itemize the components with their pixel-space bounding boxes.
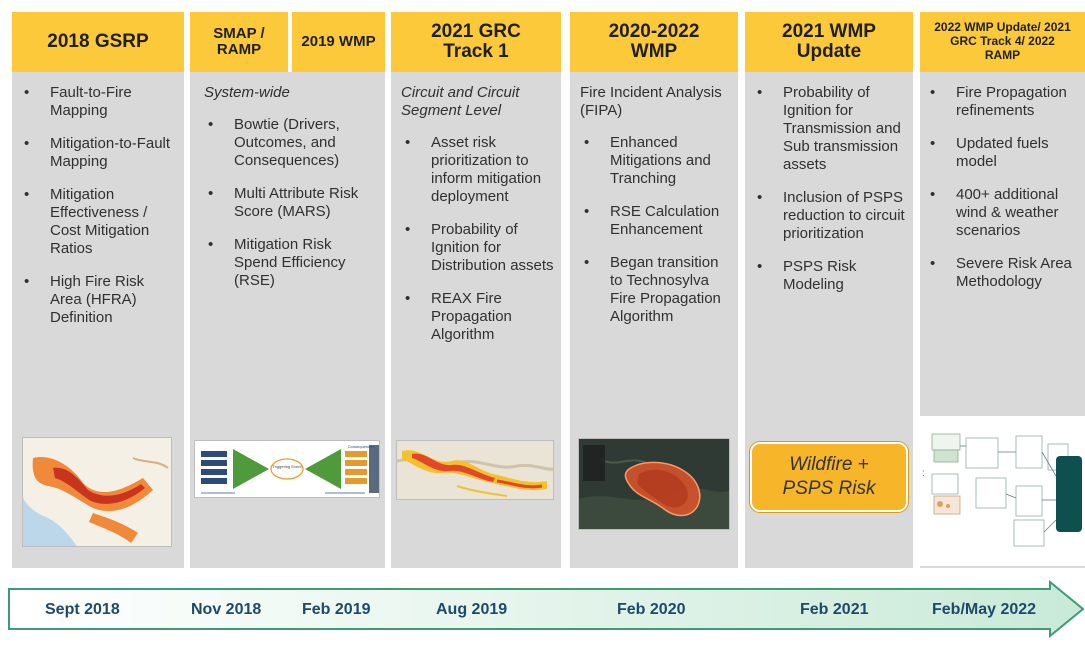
bowtie-center-label: Triggering Event [272, 464, 302, 469]
timeline-label-feb-2019: Feb 2019 [302, 601, 371, 618]
bullet-item: REAX Fire Propagation Algorithm [401, 290, 555, 344]
bullet-list: Probability of Ignition for Transmission… [753, 84, 907, 294]
column-2020-2022-wmp: 2020-2022 WMP Fire Incident Analysis (FI… [570, 12, 738, 568]
column-2021-grc-track-1: 2021 GRC Track 1 Circuit and Circuit Seg… [391, 12, 561, 568]
header-divider [288, 12, 292, 72]
bullet-item: 400+ additional wind & weather scenarios [926, 186, 1083, 240]
bullet-item: Mitigation-to-Fault Mapping [20, 135, 178, 171]
column-body: System-wide Bowtie (Drivers, Outcomes, a… [204, 84, 379, 305]
column-header-right: 2019 WMP [292, 12, 385, 72]
bullet-item: Probability of Ignition for Transmission… [753, 84, 907, 174]
bullet-item: Multi Attribute Risk Score (MARS) [204, 185, 379, 221]
timeline-label-feb-2020: Feb 2020 [617, 601, 686, 618]
bullet-item: Began transition to Technosylva Fire Pro… [580, 254, 732, 326]
callout-line-2: PSPS Risk [782, 478, 876, 499]
fire-propagation-map-image [396, 440, 554, 500]
column-intro: Circuit and Circuit Segment Level [401, 84, 520, 119]
bullet-list: Fire Propagation refinements Updated fue… [926, 84, 1083, 291]
column-header: 2021 GRC Track 1 [391, 12, 561, 72]
bowtie-diagram-image: Triggering Event Consequences [194, 440, 380, 498]
bullet-list: Enhanced Mitigations and Tranching RSE C… [580, 134, 732, 326]
column-intro: Fire Incident Analysis (FIPA) [580, 84, 722, 119]
timeline-label-sept-2018: Sept 2018 [45, 601, 120, 618]
timeline-arrow [8, 580, 1085, 638]
column-body: Fire Incident Analysis (FIPA) Enhanced M… [580, 84, 732, 341]
timeline-label-feb-2021: Feb 2021 [800, 601, 869, 618]
column-header: 2020-2022 WMP [570, 12, 738, 72]
column-header: 2021 WMP Update [745, 12, 913, 72]
column-header: 2018 GSRP [12, 12, 184, 72]
bullet-item: Bowtie (Drivers, Outcomes, and Consequen… [204, 116, 379, 170]
bullet-item: Fault-to-Fire Mapping [20, 84, 178, 120]
bullet-item: High Fire Risk Area (HFRA) Definition [20, 273, 178, 327]
bullet-item: Fire Propagation refinements [926, 84, 1083, 120]
bullet-item: PSPS Risk Modeling [753, 258, 907, 294]
bullet-item: Inclusion of PSPS reduction to circuit p… [753, 189, 907, 243]
bowtie-right-title: Consequences [348, 444, 375, 449]
california-fire-map-image [22, 437, 172, 547]
bullet-item: Enhanced Mitigations and Tranching [580, 134, 732, 188]
svg-text::: : [922, 468, 925, 479]
wildfire-psps-risk-callout: Wildfire + PSPS Risk [750, 442, 908, 512]
timeline-label-aug-2019: Aug 2019 [436, 601, 508, 618]
callout-line-1: Wildfire + [789, 454, 869, 475]
bullet-list: Asset risk prioritization to inform miti… [401, 134, 555, 344]
bullet-item: Updated fuels model [926, 135, 1083, 171]
column-2022-wmp-update: 2022 WMP Update/ 2021 GRC Track 4/ 2022 … [920, 12, 1085, 568]
column-header: 2022 WMP Update/ 2021 GRC Track 4/ 2022 … [920, 12, 1085, 72]
bullet-list: Fault-to-Fire Mapping Mitigation-to-Faul… [20, 84, 178, 327]
bullet-item: Probability of Ignition for Distribution… [401, 221, 555, 275]
column-body: Probability of Ignition for Transmission… [753, 84, 907, 309]
column-body: Fire Propagation refinements Updated fue… [926, 84, 1083, 306]
bullet-item: Asset risk prioritization to inform miti… [401, 134, 555, 206]
bullet-item: RSE Calculation Enhancement [580, 203, 732, 239]
timeline-label-feb-may-2022: Feb/May 2022 [932, 601, 1037, 618]
column-smap-ramp-2019-wmp: SMAP / RAMP 2019 WMP System-wide Bowtie … [190, 12, 385, 568]
bullet-item: Mitigation Risk Spend Efficiency (RSE) [204, 236, 379, 290]
bullet-item: Mitigation Effectiveness / Cost Mitigati… [20, 186, 178, 258]
column-body: Circuit and Circuit Segment Level Asset … [401, 84, 555, 359]
column-header-left: SMAP / RAMP [190, 12, 288, 72]
column-body: Fault-to-Fire Mapping Mitigation-to-Faul… [20, 84, 178, 342]
bullet-list: Bowtie (Drivers, Outcomes, and Consequen… [204, 116, 379, 290]
column-intro: System-wide [204, 84, 290, 101]
bullet-item: Severe Risk Area Methodology [926, 255, 1083, 291]
process-flow-diagram-image: : [920, 416, 1085, 566]
fire-perimeter-satellite-image [578, 438, 730, 530]
timeline-label-nov-2018: Nov 2018 [191, 601, 262, 618]
column-2018-gsrp: 2018 GSRP Fault-to-Fire Mapping Mitigati… [12, 12, 184, 568]
